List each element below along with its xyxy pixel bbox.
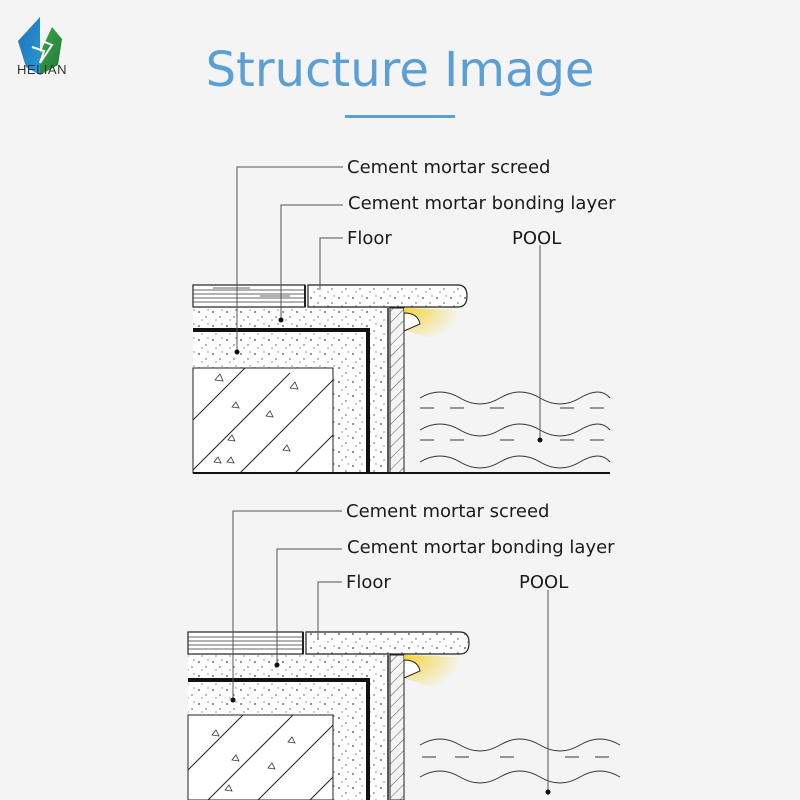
- title-underline: [345, 115, 455, 118]
- label-screed-1: Cement mortar screed: [347, 157, 551, 178]
- label-pool-2: POOL: [519, 572, 569, 593]
- label-bonding-2: Cement mortar bonding layer: [347, 537, 615, 558]
- label-floor-2: Floor: [346, 572, 391, 593]
- label-bonding-1: Cement mortar bonding layer: [348, 193, 616, 214]
- page-title: Structure Image: [205, 42, 595, 98]
- structure-diagram-1: [192, 166, 611, 474]
- helian-logo: [18, 17, 62, 75]
- structure-diagram-2: [187, 510, 621, 800]
- brand-name: HELIAN: [17, 62, 67, 77]
- label-pool-1: POOL: [512, 228, 562, 249]
- structure-section-1: [192, 166, 611, 474]
- label-floor-1: Floor: [347, 228, 392, 249]
- structure-section-2: [187, 510, 621, 800]
- label-screed-2: Cement mortar screed: [346, 501, 550, 522]
